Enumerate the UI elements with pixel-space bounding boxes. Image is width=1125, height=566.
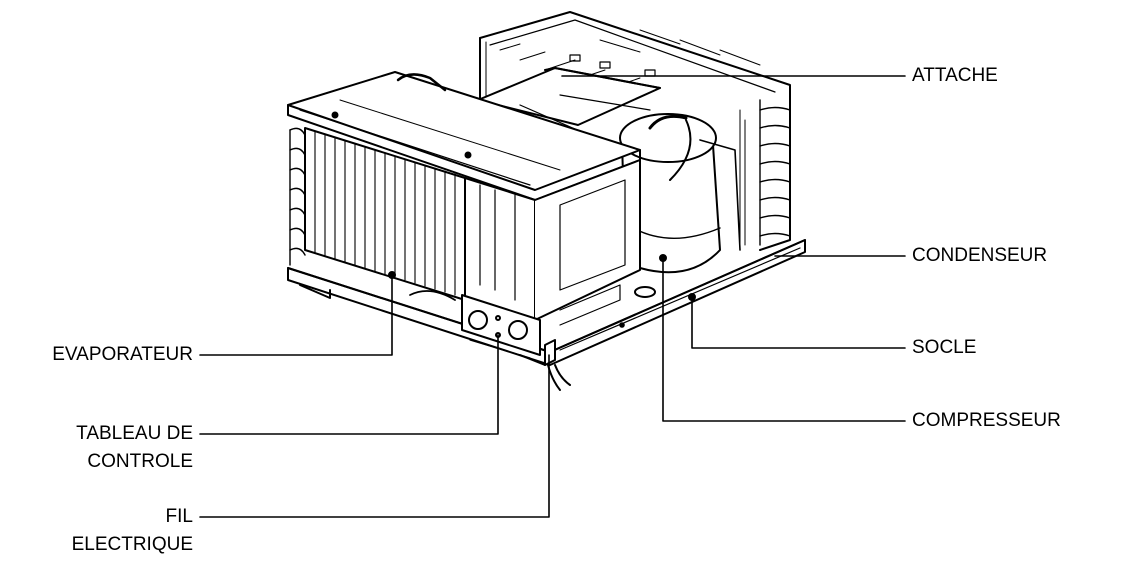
label-attache: ATTACHE bbox=[912, 65, 998, 86]
label-evaporateur: EVAPORATEUR bbox=[52, 344, 193, 365]
leader-compresseur bbox=[662, 257, 906, 422]
label-compresseur: COMPRESSEUR bbox=[912, 410, 1061, 431]
leader-socle bbox=[691, 296, 906, 349]
label-tableau-de-controle: TABLEAU DE CONTROLE bbox=[76, 423, 193, 472]
leader-tableau bbox=[199, 334, 499, 435]
label-socle: SOCLE bbox=[912, 337, 977, 358]
leader-fil bbox=[199, 354, 550, 518]
label-fil-electrique: FIL ELECTRIQUE bbox=[71, 506, 193, 555]
label-condenseur: CONDENSEUR bbox=[912, 245, 1048, 266]
control-box bbox=[461, 159, 641, 359]
leader-evaporateur bbox=[199, 274, 393, 356]
leader-lines bbox=[199, 75, 906, 518]
